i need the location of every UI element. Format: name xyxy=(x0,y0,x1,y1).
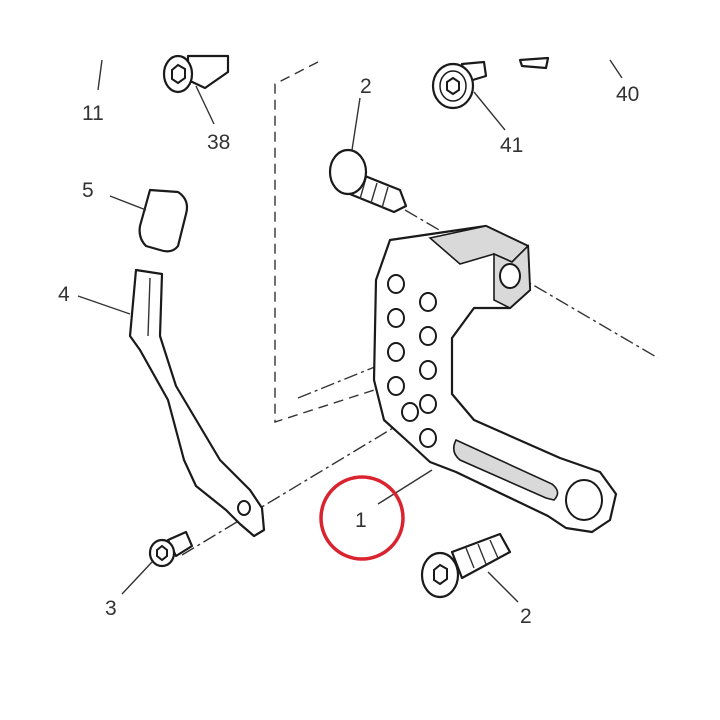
callout-40: 40 xyxy=(616,83,639,106)
callout-11: 11 xyxy=(82,102,104,125)
callout-5: 5 xyxy=(82,179,94,202)
callout-1: 1 xyxy=(355,509,367,532)
part-2-top-bolt xyxy=(328,97,408,214)
part-11 xyxy=(97,59,103,91)
part-1-bracket xyxy=(372,224,618,534)
callout-38: 38 xyxy=(207,131,230,154)
callout-41: 41 xyxy=(500,134,523,157)
part-5-pad xyxy=(109,188,189,253)
callout-2-top: 2 xyxy=(360,75,372,98)
part-41-bolt xyxy=(431,60,506,131)
part-4-lever xyxy=(77,268,266,538)
part-2-bottom-bolt xyxy=(420,532,519,603)
callout-4: 4 xyxy=(58,283,70,306)
highlight-ring xyxy=(319,475,405,561)
part-3-screw xyxy=(121,530,194,595)
part-38-bolt xyxy=(162,54,230,125)
callout-3: 3 xyxy=(105,597,117,620)
assembly-frame-dashed xyxy=(274,61,431,423)
part-40 xyxy=(518,56,623,79)
callout-2-bottom: 2 xyxy=(520,605,532,628)
